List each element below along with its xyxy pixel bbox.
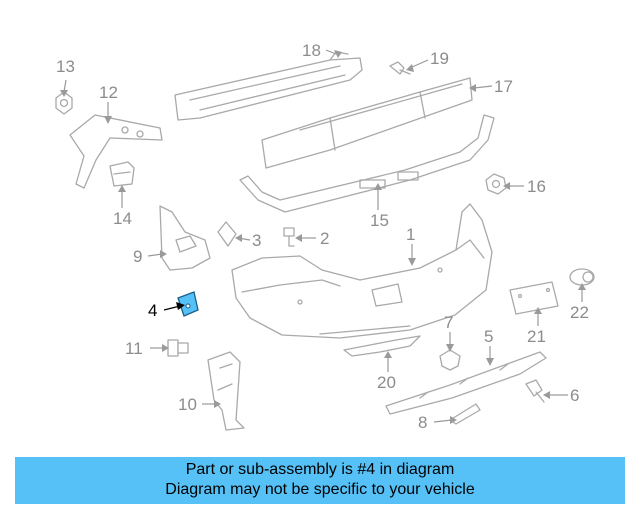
part-10-mounting-bracket[interactable] bbox=[207, 351, 245, 431]
part-4-bracket[interactable] bbox=[177, 291, 199, 317]
arrowhead-17 bbox=[469, 84, 476, 92]
banner-line-2: Diagram may not be specific to your vehi… bbox=[165, 481, 475, 498]
arrowhead-5 bbox=[486, 358, 494, 366]
callout-3[interactable]: 3 bbox=[252, 231, 261, 250]
leader-19 bbox=[409, 59, 429, 69]
banner-line-1: Part or sub-assembly is #4 in diagram bbox=[185, 461, 455, 478]
callout-8[interactable]: 8 bbox=[418, 413, 427, 432]
callout-4[interactable]: 4 bbox=[148, 301, 157, 320]
arrowhead-2 bbox=[295, 234, 302, 242]
callout-10[interactable]: 10 bbox=[178, 395, 197, 414]
leader-17 bbox=[473, 85, 493, 89]
leader-9 bbox=[147, 253, 163, 257]
arrowhead-16 bbox=[503, 182, 510, 190]
arrowhead-8 bbox=[450, 416, 457, 424]
callout-9[interactable]: 9 bbox=[133, 247, 142, 266]
callout-16[interactable]: 16 bbox=[527, 177, 546, 196]
arrowhead-6 bbox=[543, 391, 550, 399]
callout-18[interactable]: 18 bbox=[302, 41, 321, 60]
part-7-fastener[interactable] bbox=[439, 349, 461, 371]
part-3-clip[interactable] bbox=[217, 221, 237, 247]
parts-diagram: 1 2 3 4 5 6 7 8 9 10 11 12 13 14 15 16 1… bbox=[55, 41, 595, 432]
arrowhead-13 bbox=[60, 90, 68, 97]
arrowhead-15 bbox=[374, 183, 382, 190]
arrowhead-21 bbox=[534, 307, 542, 314]
part-9-side-guide[interactable] bbox=[159, 205, 211, 271]
part-6-screw[interactable] bbox=[525, 379, 545, 403]
arrowhead-3 bbox=[235, 234, 242, 242]
leader-18 bbox=[325, 49, 337, 55]
callout-14[interactable]: 14 bbox=[113, 209, 132, 228]
callout-21[interactable]: 21 bbox=[527, 327, 546, 346]
part-8-small-trim[interactable] bbox=[449, 403, 481, 425]
callout-13[interactable]: 13 bbox=[56, 57, 75, 76]
part-15-mounting-strip[interactable] bbox=[239, 114, 495, 213]
arrowhead-9 bbox=[160, 250, 167, 258]
arrowhead-18 bbox=[334, 50, 342, 58]
part-5-trim-strip[interactable] bbox=[385, 351, 547, 415]
callout-2[interactable]: 2 bbox=[320, 229, 329, 248]
part-22-sensor[interactable] bbox=[569, 268, 595, 286]
part-16-nut[interactable] bbox=[485, 173, 507, 195]
callout-15[interactable]: 15 bbox=[370, 211, 389, 230]
arrowhead-10 bbox=[214, 400, 221, 408]
callout-1[interactable]: 1 bbox=[406, 225, 415, 244]
part-18-reinforcement-bar[interactable] bbox=[174, 51, 363, 121]
part-1-bumper-cover[interactable] bbox=[231, 203, 493, 339]
part-21-plate-bracket[interactable] bbox=[509, 281, 559, 315]
part-14-clip[interactable] bbox=[109, 161, 135, 187]
part-11-bolt[interactable] bbox=[167, 339, 189, 357]
arrowhead-19 bbox=[406, 64, 414, 72]
callout-17[interactable]: 17 bbox=[494, 77, 513, 96]
arrowhead-11 bbox=[162, 344, 169, 352]
part-17-energy-absorber[interactable] bbox=[261, 77, 473, 169]
callout-6[interactable]: 6 bbox=[570, 386, 579, 405]
arrowhead-7 bbox=[446, 344, 454, 352]
callout-19[interactable]: 19 bbox=[430, 49, 449, 68]
callout-12[interactable]: 12 bbox=[99, 83, 118, 102]
arrowhead-12 bbox=[104, 116, 112, 124]
arrowhead-14 bbox=[118, 185, 126, 192]
leader-8 bbox=[433, 419, 453, 423]
callout-11[interactable]: 11 bbox=[125, 339, 143, 358]
part-19-bolt[interactable] bbox=[389, 61, 411, 75]
part-2-screw[interactable] bbox=[283, 227, 295, 247]
callout-20[interactable]: 20 bbox=[377, 373, 396, 392]
arrowhead-22 bbox=[578, 283, 586, 290]
info-banner: Part or sub-assembly is #4 in diagram Di… bbox=[15, 457, 625, 504]
part-12-side-bracket[interactable] bbox=[69, 114, 163, 189]
callout-7[interactable]: 7 bbox=[444, 313, 453, 332]
arrowhead-4 bbox=[176, 302, 185, 310]
part-20-lower-trim[interactable] bbox=[343, 335, 421, 357]
arrowhead-20 bbox=[384, 351, 392, 358]
callout-22[interactable]: 22 bbox=[570, 303, 589, 322]
callout-5[interactable]: 5 bbox=[484, 327, 493, 346]
arrowhead-1 bbox=[408, 258, 416, 266]
